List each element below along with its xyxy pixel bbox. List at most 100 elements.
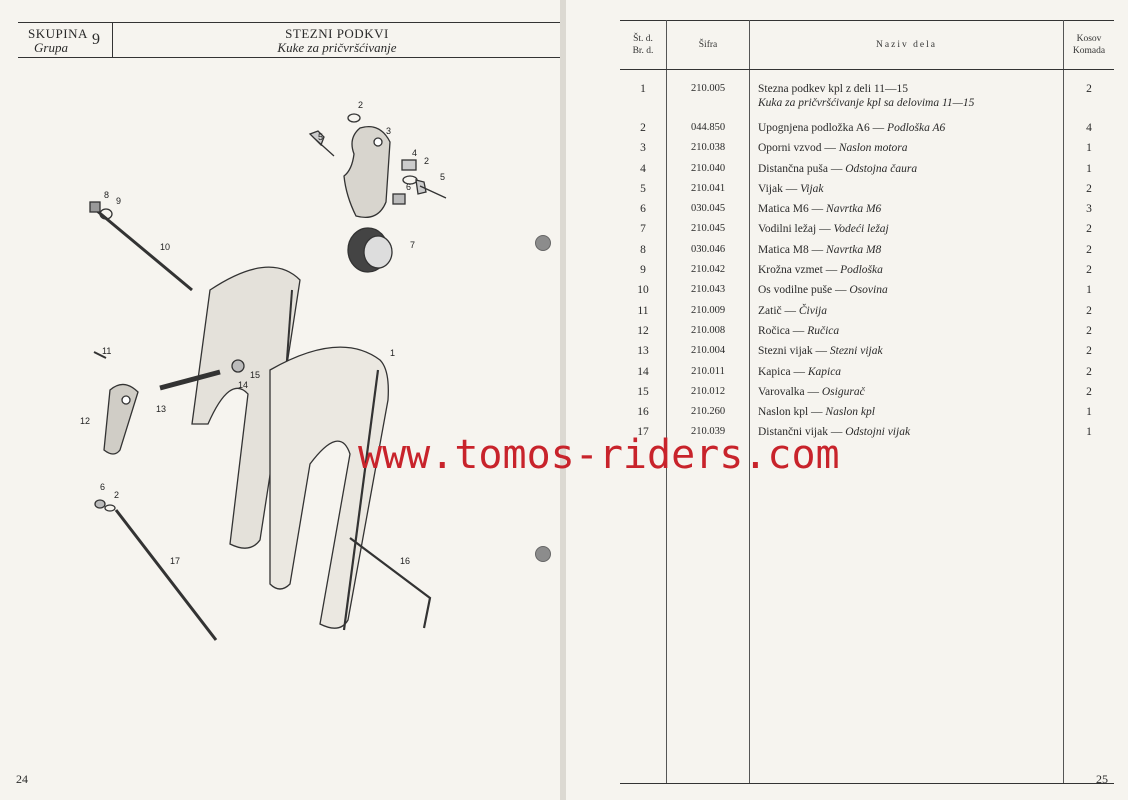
part-name: Distančni vijak —: [758, 426, 843, 439]
row-number: 13: [620, 341, 667, 362]
row-name: Distančni vijak — Odstojni vijak: [749, 422, 1064, 443]
row-number: 4: [620, 158, 667, 179]
row-code: 030.046: [666, 239, 750, 261]
row-name: Distančna puša — Odstojna čaura: [749, 158, 1064, 179]
callout-6b: 6: [100, 482, 105, 492]
group-label-alt: Grupa: [34, 40, 68, 55]
callout-15: 15: [250, 370, 260, 380]
part-name: Upognjena podložka A6 —: [758, 122, 885, 134]
part-name-alt: Podloška: [840, 264, 883, 277]
row-number: 12: [620, 320, 667, 342]
part-name-alt: Ručica: [807, 324, 840, 337]
row-qty: 1: [1086, 426, 1092, 439]
row-qty: 3: [1086, 203, 1092, 216]
part-name: Vijak —: [758, 182, 798, 195]
part-name-alt: Kapica: [807, 365, 842, 378]
part-name-alt: Navrtka M8: [826, 243, 882, 256]
callout-3: 3: [386, 126, 391, 136]
row-number: 5: [620, 178, 667, 200]
row-qty: 2: [1086, 304, 1092, 317]
part-name: Varovalka —: [758, 385, 819, 398]
row-name: Vijak — Vijak: [749, 178, 1064, 200]
row-number: 2: [620, 118, 667, 139]
part-name-alt: Vodeći ležaj: [833, 223, 889, 236]
callout-16: 16: [400, 556, 410, 566]
callout-13: 13: [156, 404, 166, 414]
part-name-alt: Kuka za pričvršćivanje kpl sa delovima 1…: [758, 97, 975, 109]
row-code: 210.043: [666, 280, 750, 301]
row-name: Krožna vzmet — Podloška: [749, 260, 1064, 281]
part-name: Oporni vzvod —: [758, 142, 836, 155]
part-name: Ročica —: [758, 324, 805, 337]
row-name: Ročica — Ručica: [749, 320, 1064, 342]
row-code: 030.045: [666, 199, 750, 220]
exploded-parts-diagram: 2 5 3 4 2 6 5 8 9 10 7 11 1 15 14 13 12 …: [60, 90, 500, 650]
callout-2c: 2: [114, 490, 119, 500]
callout-2: 2: [358, 100, 363, 110]
row-qty: 2: [1086, 345, 1092, 358]
group-label: SKUPINA: [28, 26, 88, 41]
row-number: 6: [620, 199, 667, 220]
callout-14: 14: [238, 380, 248, 390]
page-number-right: 25: [1096, 772, 1108, 786]
part-name: Stezna podkev kpl z deli 11—15: [758, 83, 908, 95]
row-qty: 2: [1086, 243, 1092, 256]
row-number: 10: [620, 280, 667, 301]
row-name: Kapica — Kapica: [749, 361, 1064, 382]
row-code: 210.042: [666, 260, 750, 281]
row-qty: 2: [1086, 385, 1092, 398]
part-name-alt: Podloška A6: [887, 122, 946, 134]
col-name-header: Naziv dela: [749, 20, 1064, 70]
row-qty: 1: [1086, 162, 1092, 175]
watermark: www.tomos-riders.com: [358, 432, 840, 478]
row-code: 044.850: [666, 118, 750, 139]
row-name: Oporni vzvod — Naslon motora: [749, 138, 1064, 159]
callout-10: 10: [160, 242, 170, 252]
row-name: Zatič — Čivija: [749, 300, 1064, 321]
row-code: 210.012: [666, 381, 750, 403]
callout-12: 12: [80, 416, 90, 426]
row-number: 17: [620, 422, 667, 443]
part-name-alt: Stezni vijak: [829, 345, 883, 358]
part-name: Kapica —: [758, 365, 805, 378]
page-number-left: 24: [16, 772, 28, 786]
callout-4: 4: [412, 148, 417, 158]
row-name: Varovalka — Osigurač: [749, 381, 1064, 403]
part-name-alt: Odstojni vijak: [845, 426, 911, 439]
callout-2b: 2: [424, 156, 429, 166]
col-no-header: Št. d.Br. d.: [620, 20, 667, 70]
callout-8: 8: [104, 190, 109, 200]
row-number: 11: [620, 300, 667, 321]
row-name: Matica M6 — Navrtka M6: [749, 199, 1064, 220]
row-code: 210.039: [666, 422, 750, 443]
part-name-alt: Navrtka M6: [826, 203, 882, 216]
left-page: SKUPINA Grupa 9 STEZNI PODKVI Kuke za pr…: [0, 0, 560, 800]
page-subtitle: Kuke za pričvršćivanje: [277, 40, 397, 55]
row-name: Upognjena podložka A6 — Podloška A6: [749, 118, 1064, 139]
page-title: STEZNI PODKVI: [285, 26, 389, 41]
part-name-alt: Odstojna čaura: [845, 162, 918, 175]
callout-5b: 5: [440, 172, 445, 182]
row-code: 210.038: [666, 138, 750, 159]
part-name: Distančna puša —: [758, 162, 843, 175]
part-name-alt: Vijak: [800, 182, 824, 195]
row-qty: 2: [1086, 223, 1092, 236]
part-name-alt: Osigurač: [821, 385, 865, 398]
row-code: 210.011: [666, 361, 750, 382]
